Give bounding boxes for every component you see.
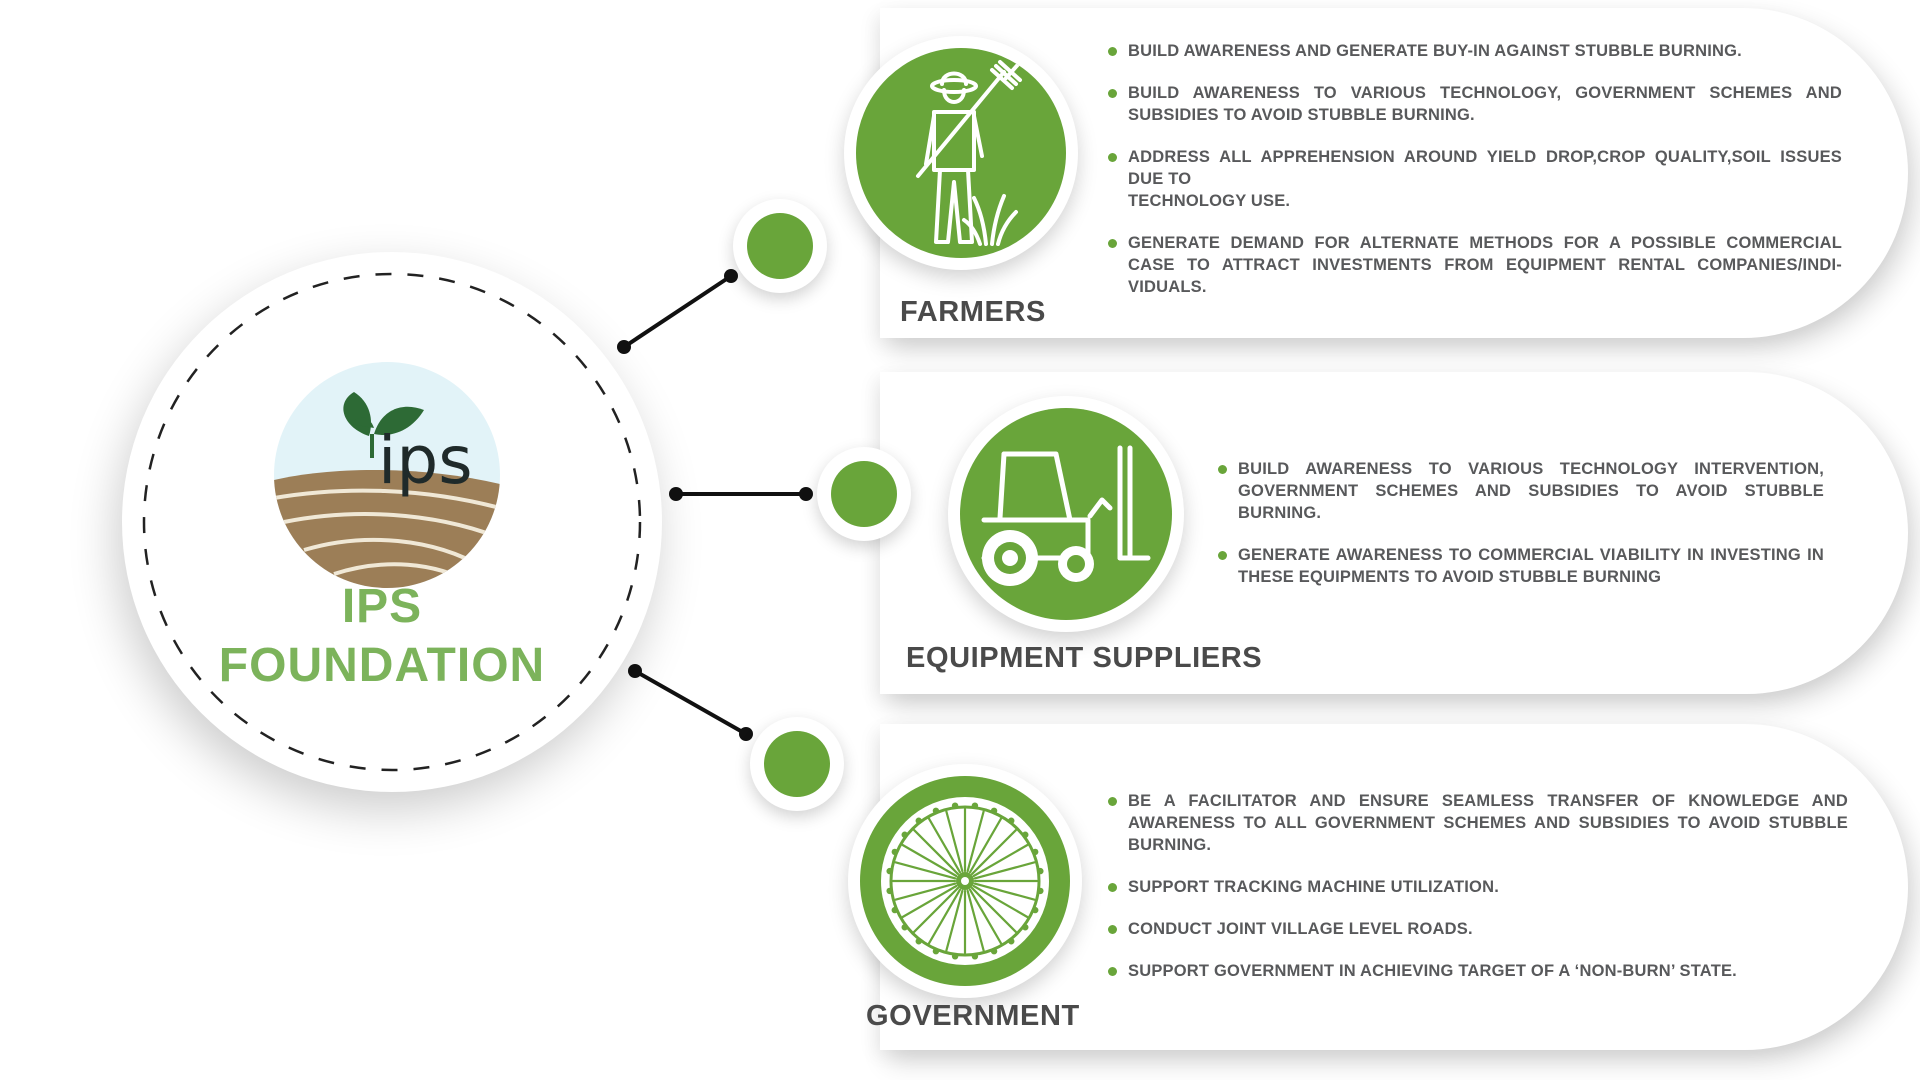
- farmer-icon-badge: [844, 36, 1078, 270]
- list-item: ADDRESS ALL APPREHENSION AROUND YIELD DR…: [1108, 146, 1842, 212]
- farmer-with-pitchfork-icon: [916, 58, 1024, 246]
- chakra-spoke: [966, 889, 985, 952]
- ips-logo: ips: [274, 362, 500, 588]
- chakra-spoke: [970, 886, 1018, 934]
- list-item: BUILD AWARENESS TO VARIOUS TECHNOLOGY IN…: [1218, 458, 1824, 524]
- connector-end-dot: [617, 340, 631, 354]
- bullet-dot: [1108, 925, 1117, 934]
- chakra-spoke: [970, 828, 1018, 876]
- list-item: BUILD AWARENESS AND GENERATE BUY-IN AGAI…: [1108, 40, 1842, 62]
- list-item: GENERATE AWARENESS TO COMMERCIAL VIABILI…: [1218, 544, 1824, 588]
- equipment-suppliers-bullet-list: BUILD AWARENESS TO VARIOUS TECHNOLOGY IN…: [1218, 458, 1824, 608]
- list-item: BUILD AWARENESS TO VARIOUS TECHNOLOGY, G…: [1108, 82, 1842, 126]
- bullet-dot: [1218, 551, 1227, 560]
- ips-logo-text: ips: [378, 422, 473, 499]
- chakra-spoke: [973, 882, 1036, 901]
- chakra-spoke: [927, 888, 962, 945]
- chakra-spoke: [894, 861, 957, 880]
- ashoka-chakra-icon: [881, 797, 1049, 965]
- chakra-spoke: [972, 843, 1029, 878]
- chakra-spoke: [972, 884, 1029, 919]
- chakra-spoke: [966, 810, 985, 873]
- list-item: GENERATE DEMAND FOR ALTERNATE METHODS FO…: [1108, 232, 1842, 298]
- government-title: GOVERNMENT: [866, 1000, 1080, 1032]
- connector-end-dot: [669, 487, 683, 501]
- ips-foundation-hub: ips IPS FOUNDATION: [122, 252, 662, 792]
- list-item: CONDUCT JOINT VILLAGE LEVEL ROADS.: [1108, 918, 1848, 940]
- hub-title-line2: FOUNDATION: [218, 639, 546, 692]
- connector-node-government: [750, 717, 844, 811]
- equipment-icon-badge: [948, 396, 1184, 632]
- bullet-dot: [1218, 465, 1227, 474]
- connector-node-farmers: [733, 199, 827, 293]
- chakra-spoke: [912, 828, 960, 876]
- bullet-dot: [1108, 239, 1117, 248]
- chakra-spoke: [968, 888, 1003, 945]
- chakra-spoke: [945, 810, 964, 873]
- chakra-spoke: [901, 884, 958, 919]
- connector-end-dot: [724, 269, 738, 283]
- bullet-dot: [1108, 47, 1117, 56]
- government-icon-badge: [848, 764, 1082, 998]
- bullet-dot: [1108, 883, 1117, 892]
- government-bullet-list: BE A FACILITATOR AND ENSURE SEAMLESS TRA…: [1108, 790, 1848, 1002]
- equipment-suppliers-title: EQUIPMENT SUPPLIERS: [906, 642, 1263, 674]
- chakra-spoke: [945, 889, 964, 952]
- hub-title: IPS FOUNDATION: [122, 577, 642, 695]
- list-item: BE A FACILITATOR AND ENSURE SEAMLESS TRA…: [1108, 790, 1848, 856]
- chakra-spoke: [901, 843, 958, 878]
- list-item: SUPPORT TRACKING MACHINE UTILIZATION.: [1108, 876, 1848, 898]
- bullet-dot: [1108, 797, 1117, 806]
- dashed-ring: [142, 272, 642, 772]
- hub-title-line1: IPS: [341, 580, 423, 633]
- chakra-spoke: [968, 817, 1003, 874]
- connector-farmers: [622, 274, 733, 349]
- bullet-dot: [1108, 967, 1117, 976]
- bullet-dot: [1108, 153, 1117, 162]
- chakra-spoke: [912, 886, 960, 934]
- tractor-forklift-icon: [981, 445, 1151, 586]
- farmers-bullet-list: BUILD AWARENESS AND GENERATE BUY-IN AGAI…: [1108, 40, 1842, 318]
- chakra-spoke: [973, 861, 1036, 880]
- connector-end-dot: [739, 727, 753, 741]
- chakra-spoke: [894, 882, 957, 901]
- farmers-title: FARMERS: [900, 296, 1046, 328]
- connector-end-dot: [628, 664, 642, 678]
- connector-government: [633, 669, 748, 736]
- connector-node-suppliers: [817, 447, 911, 541]
- list-item: SUPPORT GOVERNMENT IN ACHIEVING TARGET O…: [1108, 960, 1848, 982]
- chakra-spoke: [927, 817, 962, 874]
- bullet-dot: [1108, 89, 1117, 98]
- connector-end-dot: [799, 487, 813, 501]
